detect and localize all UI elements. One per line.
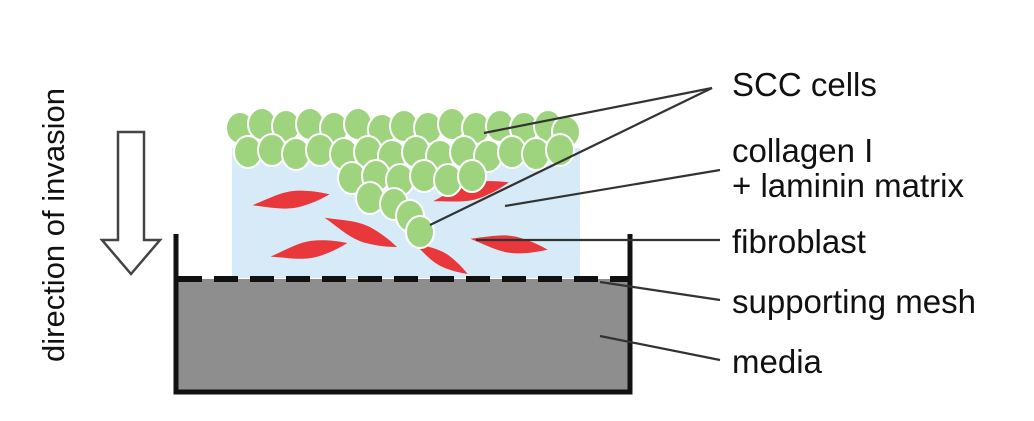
scc-cell xyxy=(405,215,435,249)
well-container xyxy=(173,234,633,395)
leader-matrix xyxy=(504,168,721,208)
fibroblast-cell xyxy=(413,242,468,275)
scc-cell xyxy=(457,159,487,193)
scc-cell-group xyxy=(225,107,581,249)
leader-mesh xyxy=(599,280,721,302)
fibroblast-cell xyxy=(324,217,398,247)
fibroblast-label: fibroblast xyxy=(732,223,866,260)
fibroblast-cell xyxy=(270,240,348,259)
supporting-mesh-label: supporting mesh xyxy=(732,283,976,320)
fibroblast-cell xyxy=(252,190,330,209)
invasion-arrow-icon xyxy=(99,130,163,276)
leader-media xyxy=(599,334,721,362)
media-label: media xyxy=(732,343,823,380)
matrix-label-line1: collagen I xyxy=(732,132,873,169)
direction-of-invasion-label: direction of invasion xyxy=(36,88,71,362)
scc-cells-label: SCC cells xyxy=(732,66,877,103)
media-fill xyxy=(176,279,630,392)
matrix-label-line2: + laminin matrix xyxy=(732,167,964,204)
leader-scc-b xyxy=(429,87,713,226)
leader-scc-a xyxy=(483,86,713,135)
